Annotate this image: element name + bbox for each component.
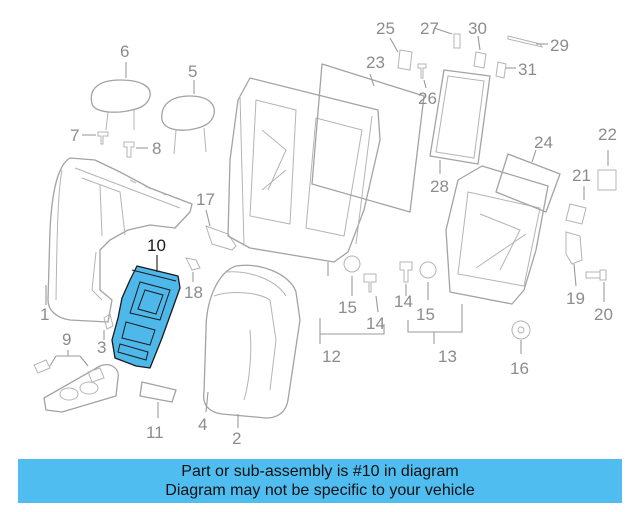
callout-1: 1 (40, 305, 49, 324)
headrest-part-6 (90, 79, 151, 131)
callout-15b: 15 (416, 305, 435, 324)
callout-26: 26 (418, 89, 437, 108)
banner-line-2: Diagram may not be specific to your vehi… (165, 482, 475, 499)
callout-18: 18 (184, 283, 203, 302)
callout-12: 12 (322, 347, 341, 366)
seat-back-cushion-part-1 (47, 157, 193, 323)
banner-line-1: Part or sub-assembly is #10 in diagram (181, 463, 459, 480)
callout-19: 19 (566, 289, 585, 308)
seat-back-frame-part-12 (227, 77, 381, 263)
callout-5: 5 (188, 62, 197, 81)
callout-28: 28 (430, 177, 449, 196)
callout-9: 9 (62, 330, 71, 349)
seat-back-frame-part-13 (445, 165, 549, 305)
callout-29: 29 (550, 36, 569, 55)
callout-14b: 14 (394, 292, 413, 311)
armrest-assembly-part-10[interactable] (111, 265, 181, 369)
callout-11: 11 (146, 423, 164, 442)
callout-2: 2 (232, 429, 241, 448)
callout-15a: 15 (338, 298, 357, 317)
callout-13: 13 (438, 347, 457, 366)
callout-10: 10 (147, 236, 166, 255)
callout-3: 3 (97, 338, 106, 357)
callout-21: 21 (572, 166, 591, 185)
callout-23: 23 (366, 53, 385, 72)
seat-cushion-part-2 (202, 264, 301, 419)
callout-25: 25 (376, 19, 395, 38)
callout-24: 24 (534, 133, 553, 152)
callout-4: 4 (198, 415, 207, 434)
callout-31: 31 (518, 60, 537, 79)
callout-14a: 14 (366, 314, 385, 333)
callout-6: 6 (120, 42, 129, 61)
callout-16: 16 (510, 359, 529, 378)
callout-7: 7 (70, 126, 79, 145)
info-banner: Part or sub-assembly is #10 in diagram D… (18, 459, 622, 503)
callout-22: 22 (598, 125, 617, 144)
callout-20: 20 (594, 305, 613, 324)
callout-17: 17 (196, 190, 215, 209)
callout-8: 8 (152, 139, 161, 158)
armrest-cover-part-9 (33, 359, 119, 413)
callout-30: 30 (468, 19, 487, 38)
callout-27: 27 (420, 19, 439, 38)
headrest-part-5 (161, 95, 215, 155)
